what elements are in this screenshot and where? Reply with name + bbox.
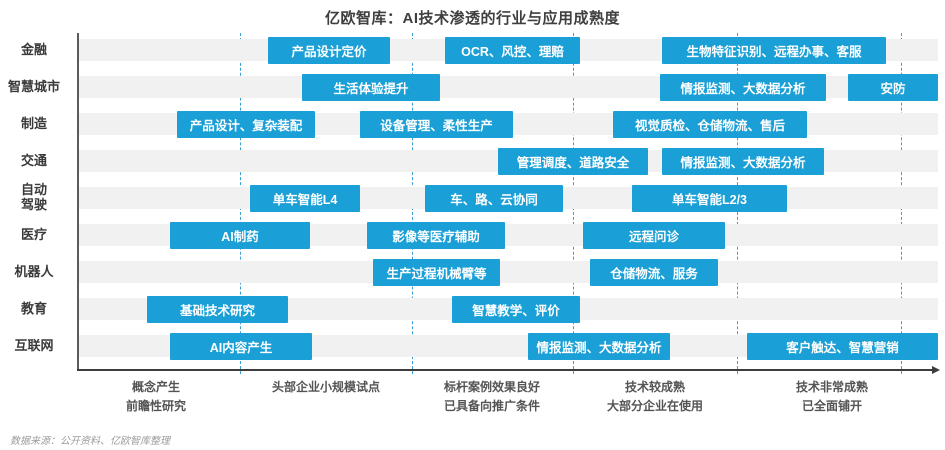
industry-row-label: 制造 xyxy=(20,115,47,131)
industry-row-label: 医疗 xyxy=(20,226,47,242)
industry-row-label: 自动 驾驶 xyxy=(20,182,47,212)
data-source-note: 数据来源：公开资料、亿欧智库整理 xyxy=(10,436,170,447)
application-bar: 远程问诊 xyxy=(583,221,725,249)
application-bar: 情报监测、大数据分析 xyxy=(660,73,826,101)
application-bar: 设备管理、柔性生产 xyxy=(360,110,513,138)
application-bar: 生产过程机械臂等 xyxy=(373,258,500,286)
application-bar: 生活体验提升 xyxy=(302,73,440,101)
row-band xyxy=(78,261,938,283)
application-bar: 客户触达、智慧营销 xyxy=(747,332,938,360)
application-bar: 视觉质检、仓储物流、售后 xyxy=(613,110,807,138)
x-axis-arrowhead xyxy=(932,366,940,374)
application-bar: OCR、风控、理赔 xyxy=(445,36,580,64)
application-bar: 情报监测、大数据分析 xyxy=(662,147,824,175)
maturity-stage-label: 标杆案例效果良好 已具备向推广条件 xyxy=(443,380,540,413)
application-bar: 单车智能L2/3 xyxy=(632,184,787,212)
industry-row-label: 机器人 xyxy=(14,263,54,279)
application-bar: 生物特征识别、远程办事、客服 xyxy=(662,36,886,64)
chart-title: 亿欧智库：AI技术渗透的行业与应用成熟度 xyxy=(324,10,620,27)
industry-row-label: 金融 xyxy=(20,41,47,57)
industry-row-label: 交通 xyxy=(20,152,47,168)
application-bar: 产品设计、复杂装配 xyxy=(177,110,315,138)
maturity-stage-label: 技术较成熟 大部分企业在使用 xyxy=(606,380,703,413)
maturity-stage-label: 技术非常成熟 已全面铺开 xyxy=(795,380,868,413)
maturity-stage-label: 头部企业小规模试点 xyxy=(271,380,380,394)
application-bar: AI内容产生 xyxy=(170,332,312,360)
industry-row-label: 教育 xyxy=(20,300,47,316)
application-bar: 单车智能L4 xyxy=(250,184,360,212)
application-bar: AI制药 xyxy=(170,221,310,249)
application-bar: 影像等医疗辅助 xyxy=(367,221,505,249)
maturity-stage-label: 概念产生 前瞻性研究 xyxy=(125,380,186,413)
application-bar: 管理调度、道路安全 xyxy=(498,147,648,175)
application-bar: 基础技术研究 xyxy=(147,295,288,323)
y-axis-line xyxy=(77,33,79,371)
industry-row-label: 智慧城市 xyxy=(7,78,60,94)
application-bar: 智慧教学、评价 xyxy=(452,295,580,323)
application-bar: 产品设计定价 xyxy=(268,36,390,64)
application-bar: 安防 xyxy=(848,73,938,101)
application-bar: 仓储物流、服务 xyxy=(590,258,718,286)
x-axis-line xyxy=(77,369,934,371)
application-bar: 车、路、云协同 xyxy=(425,184,563,212)
industry-row-label: 互联网 xyxy=(14,337,54,353)
application-bar: 情报监测、大数据分析 xyxy=(528,332,670,360)
